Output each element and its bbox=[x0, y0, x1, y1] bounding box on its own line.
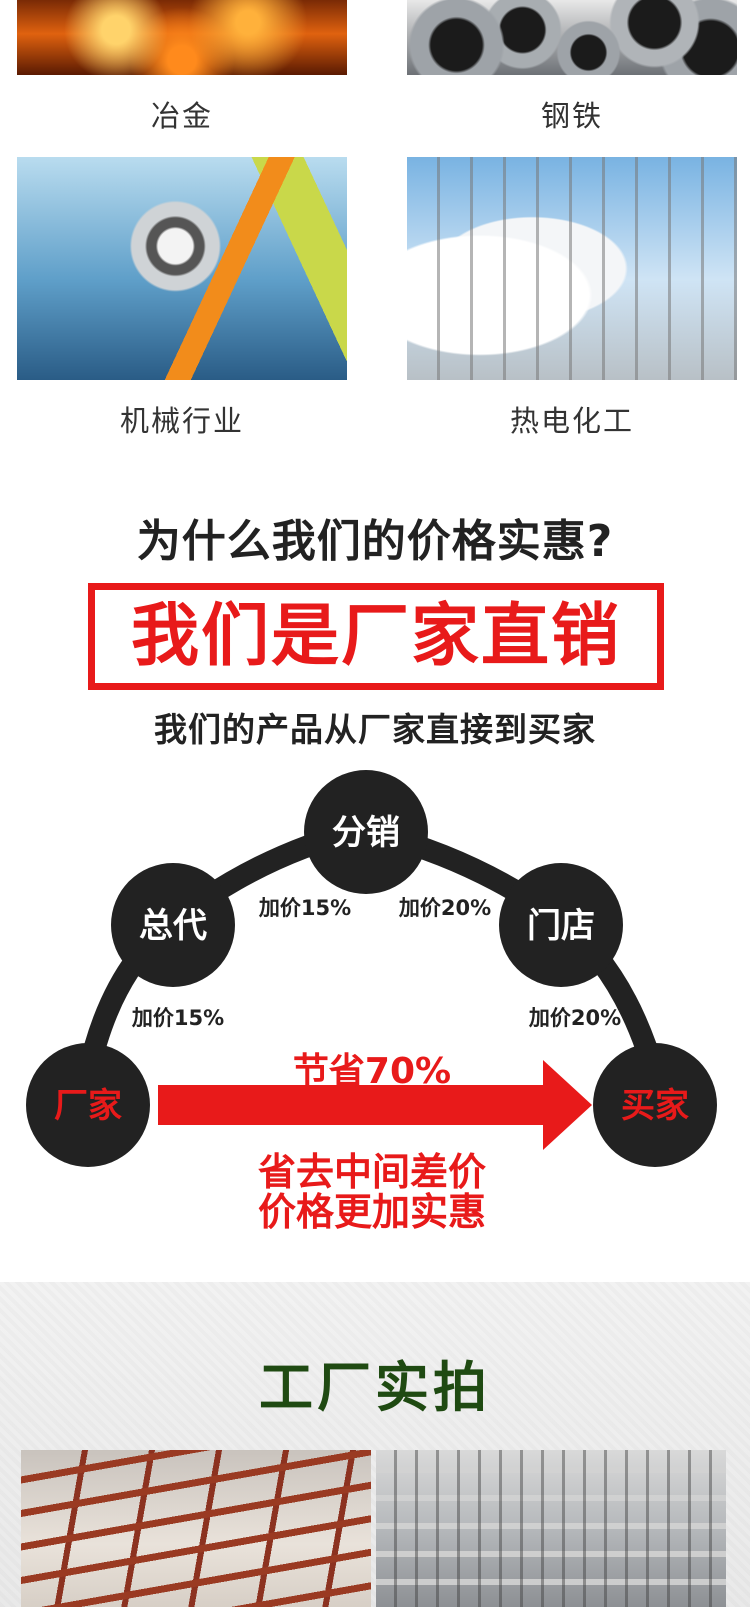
node-distribution-label: 分销 bbox=[332, 813, 400, 853]
node-store-label: 门店 bbox=[527, 906, 595, 946]
node-factory-label: 厂家 bbox=[54, 1086, 122, 1126]
slogan-line1: 省去中间差价 bbox=[258, 1150, 486, 1194]
node-buyer bbox=[593, 1043, 717, 1167]
node-store bbox=[499, 863, 623, 987]
factory-title: 工厂实拍 bbox=[259, 1356, 491, 1419]
markup-factory-to-general: 加价15% bbox=[131, 1006, 224, 1030]
direct-arrow bbox=[158, 1060, 592, 1150]
industry-label-metallurgy: 冶金 bbox=[150, 99, 213, 133]
steel-image bbox=[407, 0, 737, 75]
direct-sale-banner: 我们是厂家直销 bbox=[88, 583, 664, 690]
markup-store-to-buyer: 加价20% bbox=[528, 1006, 621, 1030]
why-title: 为什么我们的价格实惠? bbox=[136, 516, 614, 567]
slogan-line2: 价格更加实惠 bbox=[258, 1190, 486, 1234]
node-distribution bbox=[304, 770, 428, 894]
markup-general-to-distribution: 加价15% bbox=[258, 896, 351, 920]
industry-label-chemical: 热电化工 bbox=[509, 404, 634, 438]
factory-photo-workshop bbox=[376, 1450, 726, 1607]
node-factory bbox=[26, 1043, 150, 1167]
node-buyer-label: 买家 bbox=[621, 1086, 689, 1126]
industry-label-steel: 钢铁 bbox=[540, 99, 603, 133]
node-general-agent-label: 总代 bbox=[139, 906, 207, 946]
markup-distribution-to-store: 加价20% bbox=[398, 896, 491, 920]
savings-label: 节省70% bbox=[293, 1051, 451, 1092]
chemical-plant-image bbox=[407, 157, 737, 380]
metallurgy-image bbox=[17, 0, 347, 75]
factory-photo-steel-frame bbox=[21, 1450, 371, 1607]
node-general-agent bbox=[111, 863, 235, 987]
industry-label-machinery: 机械行业 bbox=[119, 404, 244, 438]
direct-sale-subtitle: 我们的产品从厂家直接到买家 bbox=[154, 710, 596, 749]
machinery-image bbox=[17, 157, 347, 380]
pricing-chain-diagram: 厂家 总代 分销 门店 买家 加价15% 加价15% 加价20% 加价20% 节… bbox=[26, 770, 717, 1234]
